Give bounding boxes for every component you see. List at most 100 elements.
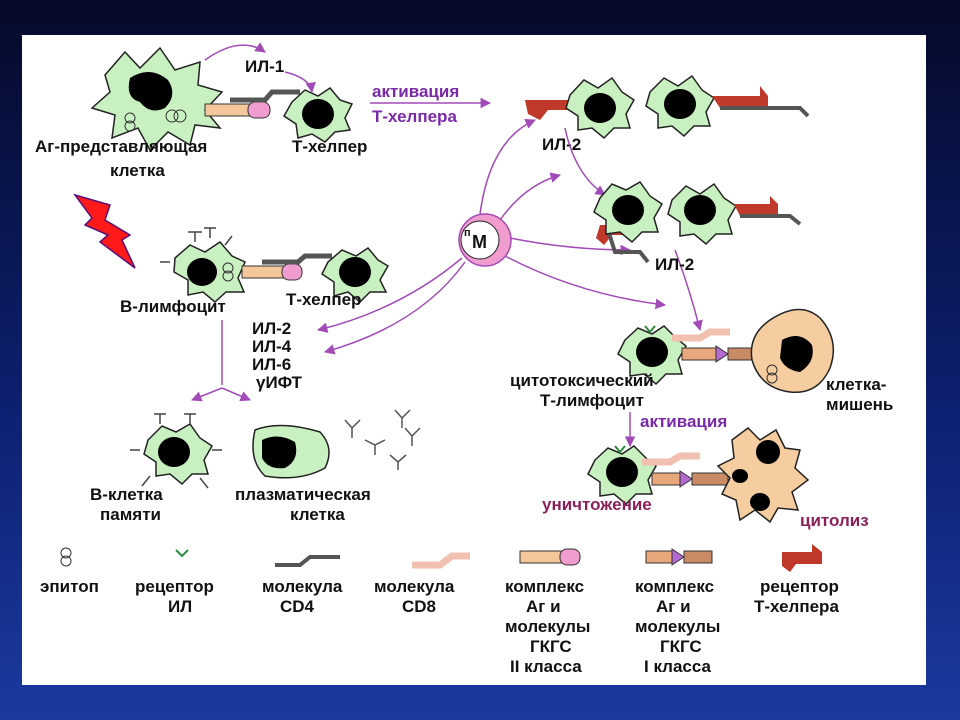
legend-mhc2-line4: ГКГС <box>530 637 572 656</box>
label-b-lymphocyte: В-лимфоцит <box>120 297 226 316</box>
arrow-to-cytokines-1 <box>316 257 463 333</box>
legend-cd4-line1: молекула <box>262 577 343 596</box>
legend-cd8-line2: CD8 <box>402 597 436 616</box>
b-lymphocyte-cell <box>160 227 256 303</box>
arrow-il2-down <box>564 127 606 196</box>
epitope-icon <box>60 547 72 567</box>
label-destruction: уничтожение <box>542 495 652 514</box>
legend-mhc2-line3: молекулы <box>505 617 590 636</box>
legend-mhc1-line1: комплекс <box>635 577 714 596</box>
cd4-icon <box>230 89 300 103</box>
legend-item-mhc1: комплекс Аг и молекулы ГКГС I класса <box>635 548 720 676</box>
arrow-to-memory <box>191 387 223 402</box>
lightning-icon <box>73 193 136 269</box>
right-t-cell-2 <box>667 182 737 246</box>
arrow-il2-to-ctl <box>674 249 703 332</box>
activated-t-cell-2 <box>645 74 715 138</box>
arrow-to-ctl <box>504 255 667 310</box>
legend-mhc1-line4: ГКГС <box>660 637 702 656</box>
antigen-presenting-cell <box>90 46 224 152</box>
label-target-line1: клетка- <box>826 375 886 394</box>
legend-mhc1-line2: Аг и <box>656 597 691 616</box>
t-helper-cell-top <box>283 87 354 143</box>
label-activation-top-1: активация <box>372 82 459 101</box>
legend-item-cd4: молекула CD4 <box>262 555 343 616</box>
cd8-icon <box>412 552 470 569</box>
legend-t-helper-receptor-line2: Т-хелпера <box>754 597 839 616</box>
legend-epitope-line1: эпитоп <box>40 577 99 596</box>
arrow-to-right-cells <box>509 237 632 256</box>
mhc2-complex-icon <box>204 101 271 119</box>
cd4-icon <box>262 253 332 265</box>
label-apc-line2: клетка <box>110 161 165 180</box>
plasma-cell <box>252 424 330 479</box>
epitope-icon <box>222 262 234 282</box>
activated-t-cell-1 <box>565 76 635 140</box>
arrow-to-top-cells <box>479 119 536 215</box>
arrow-il1-in <box>284 71 316 94</box>
cytotoxic-t-lymphocyte-bottom <box>587 445 657 506</box>
label-cytolysis: цитолиз <box>800 511 869 530</box>
label-macrophage-prefix: п <box>464 227 471 239</box>
label-memory-line2: памяти <box>100 505 161 524</box>
right-t-cell-1 <box>593 181 663 244</box>
lysed-target-cell <box>716 427 810 524</box>
label-t-helper-top: Т-хелпер <box>292 137 367 156</box>
epitope-icon <box>124 112 136 132</box>
legend-cd8-line1: молекула <box>374 577 455 596</box>
legend-item-t-helper-receptor: рецептор Т-хелпера <box>754 544 839 616</box>
label-il1: ИЛ-1 <box>245 57 284 76</box>
t-helper-receptor-icon <box>734 196 802 226</box>
cytokine-ifn-gamma: γИФТ <box>256 373 303 392</box>
macrophage-cell: п M <box>458 213 512 267</box>
il-receptor-icon <box>644 325 656 334</box>
t-helper-cell-mid <box>321 247 390 304</box>
label-t-helper-mid: Т-хелпер <box>286 290 361 309</box>
legend-mhc2-line2: Аг и <box>526 597 561 616</box>
label-plasma-line2: клетка <box>290 505 345 524</box>
legend-mhc1-line3: молекулы <box>635 617 720 636</box>
cd4-icon <box>275 555 340 567</box>
legend-t-helper-receptor-line1: рецептор <box>760 577 839 596</box>
legend-item-epitope: эпитоп <box>40 547 99 596</box>
label-macrophage: M <box>472 232 487 252</box>
label-il2-right: ИЛ-2 <box>655 255 694 274</box>
label-activation-top-2: Т-хелпера <box>372 107 457 126</box>
t-helper-receptor-icon <box>712 86 810 118</box>
arrow-to-cytokines-2 <box>323 261 466 355</box>
cytokine-il2: ИЛ-2 <box>252 319 291 338</box>
legend-item-il-receptor: рецептор ИЛ <box>135 549 214 616</box>
label-memory-line1: В-клетка <box>90 485 163 504</box>
legend-item-cd8: молекула CD8 <box>374 552 470 616</box>
il-receptor-icon <box>175 549 189 558</box>
legend-il-receptor-line1: рецептор <box>135 577 214 596</box>
legend-mhc1-line5: I класса <box>644 657 712 676</box>
cytotoxic-t-lymphocyte <box>617 325 687 386</box>
mhc2-complex-icon <box>241 263 303 281</box>
cd8-icon <box>672 328 730 342</box>
cd8-icon <box>642 452 700 466</box>
label-ctl-line2: Т-лимфоцит <box>540 391 644 410</box>
t-helper-receptor-icon <box>525 100 575 120</box>
target-cell <box>750 308 835 394</box>
t-helper-receptor-icon <box>782 544 822 572</box>
mhc1-complex-icon <box>651 470 729 488</box>
legend-mhc2-line1: комплекс <box>505 577 584 596</box>
epitope-icon <box>165 109 187 123</box>
label-target-line2: мишень <box>826 395 893 414</box>
arrow-to-il2 <box>499 172 562 221</box>
legend-item-mhc2: комплекс Аг и молекулы ГКГС II класса <box>505 548 590 676</box>
legend-mhc2-line5: II класса <box>510 657 582 676</box>
cytokine-il4: ИЛ-4 <box>252 337 292 356</box>
label-ctl-line1: цитотоксический <box>510 371 654 390</box>
cytokine-il6: ИЛ-6 <box>252 355 291 374</box>
mhc1-complex-icon <box>645 548 713 566</box>
il-receptor-icon <box>614 445 626 454</box>
arrow-to-plasma <box>221 387 251 402</box>
legend: эпитоп рецептор ИЛ молекула CD4 молекула… <box>40 544 839 676</box>
legend-il-receptor-line2: ИЛ <box>168 597 192 616</box>
label-activation-bottom: активация <box>640 412 727 431</box>
arrow-il1-out <box>204 42 266 61</box>
mhc2-complex-icon <box>519 548 581 566</box>
